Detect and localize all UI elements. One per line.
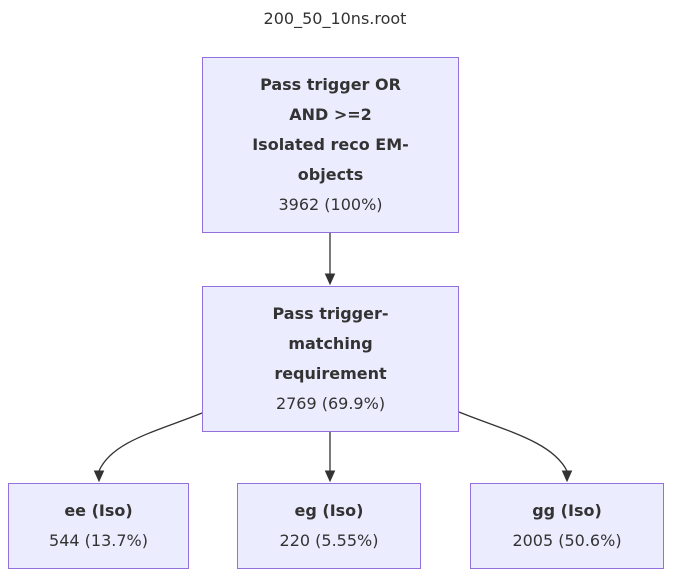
node-gg: gg (Iso) 2005 (50.6%) bbox=[470, 483, 664, 569]
node-value: 2769 (69.9%) bbox=[275, 394, 386, 413]
node-value: 3962 (100%) bbox=[278, 195, 383, 214]
node-label: ee (Iso) bbox=[64, 501, 133, 520]
node-root: Pass trigger OR AND >=2 Isolated reco EM… bbox=[202, 57, 459, 233]
diagram-title: 200_50_10ns.root bbox=[263, 9, 407, 28]
edge-trigger-matching-to-ee bbox=[98, 412, 203, 472]
node-value: 2005 (50.6%) bbox=[512, 531, 622, 550]
node-label: Pass trigger- matching requirement bbox=[272, 304, 389, 383]
arrowhead-gg bbox=[561, 470, 573, 483]
arrowhead-ee bbox=[93, 470, 105, 483]
node-trigger-matching: Pass trigger- matching requirement 2769 … bbox=[202, 286, 459, 432]
node-label: eg (Iso) bbox=[294, 501, 364, 520]
arrowhead-trigger-matching bbox=[324, 273, 336, 286]
arrowhead-eg bbox=[324, 470, 336, 483]
node-ee: ee (Iso) 544 (13.7%) bbox=[8, 483, 189, 569]
node-eg: eg (Iso) 220 (5.55%) bbox=[237, 483, 421, 569]
edge-trigger-matching-to-gg bbox=[458, 411, 568, 472]
node-label: gg (Iso) bbox=[532, 501, 602, 520]
node-label: Pass trigger OR AND >=2 Isolated reco EM… bbox=[252, 75, 409, 184]
node-value: 544 (13.7%) bbox=[49, 531, 148, 550]
node-value: 220 (5.55%) bbox=[279, 531, 379, 550]
